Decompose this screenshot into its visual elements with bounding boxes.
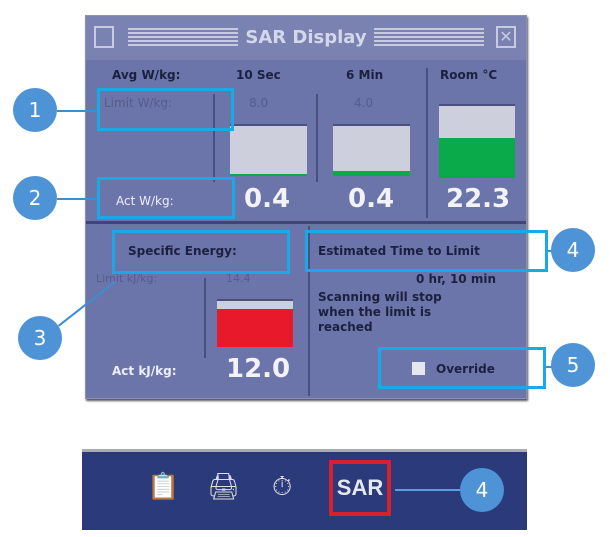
- sar-display-window: SAR Display ✕ Avg W/kg: 10 Sec 6 Min Roo…: [85, 15, 527, 399]
- callout-5: 5: [551, 343, 595, 387]
- override-checkbox[interactable]: [412, 362, 425, 375]
- limit-10s: 8.0: [249, 96, 269, 110]
- callout-1: 1: [13, 88, 57, 132]
- callout-box-3: [112, 230, 290, 274]
- title-grip: [128, 28, 238, 48]
- energy-bar-fill: [217, 308, 293, 347]
- callout-box-5: [378, 347, 546, 389]
- room-value: 22.3: [446, 184, 511, 214]
- window-menu-button[interactable]: [94, 26, 114, 48]
- callout-box-4: [305, 230, 548, 272]
- stopwatch-icon[interactable]: ⏱: [272, 472, 293, 502]
- title-grip: [374, 28, 484, 48]
- time-message: Scanning will stop when the limit is rea…: [318, 290, 442, 334]
- taskbar: 📋 🖨 ⏱ SAR 4: [82, 449, 527, 530]
- avg-label: Avg W/kg:: [112, 68, 181, 82]
- close-button[interactable]: ✕: [496, 26, 516, 48]
- time-title: Estimated Time to Limit: [318, 244, 480, 258]
- act-label: Act W/kg:: [116, 194, 174, 208]
- bar-room: [439, 104, 515, 178]
- bar-6m: [333, 124, 410, 176]
- energy-limit-value: 14.4: [226, 272, 251, 285]
- callout-box-2: [97, 177, 235, 219]
- override-label[interactable]: Override: [436, 362, 495, 376]
- callout-3: 3: [18, 316, 62, 360]
- limit-6m: 4.0: [354, 96, 374, 110]
- energy-bar: [217, 299, 293, 347]
- limit-label: Limit W/kg:: [104, 96, 173, 110]
- act-10s: 0.4: [244, 184, 291, 214]
- bar-10s-fill: [230, 173, 307, 176]
- act-6m: 0.4: [348, 184, 395, 214]
- energy-act-label: Act kJ/kg:: [112, 364, 177, 378]
- energy-act-value: 12.0: [226, 354, 291, 384]
- col-6min: 6 Min: [346, 68, 384, 82]
- bar-6m-fill: [333, 171, 410, 176]
- callout-box-1: [97, 88, 234, 131]
- scanner-icon[interactable]: 🖨: [207, 472, 241, 502]
- time-value: 0 hr, 10 min: [416, 272, 496, 286]
- callout-4: 4: [551, 228, 595, 272]
- bar-room-fill: [439, 138, 515, 178]
- col-10sec: 10 Sec: [236, 68, 281, 82]
- col-room: Room °C: [440, 68, 498, 82]
- sar-taskbar-button[interactable]: SAR: [329, 460, 391, 516]
- bar-10s: [230, 124, 307, 176]
- callout-2: 2: [13, 176, 57, 220]
- window-title: SAR Display: [242, 27, 370, 48]
- callout-4-taskbar: 4: [460, 468, 504, 512]
- energy-title: Specific Energy:: [128, 244, 237, 258]
- clipboard-icon[interactable]: 📋: [147, 472, 180, 502]
- title-bar[interactable]: SAR Display ✕: [86, 16, 526, 60]
